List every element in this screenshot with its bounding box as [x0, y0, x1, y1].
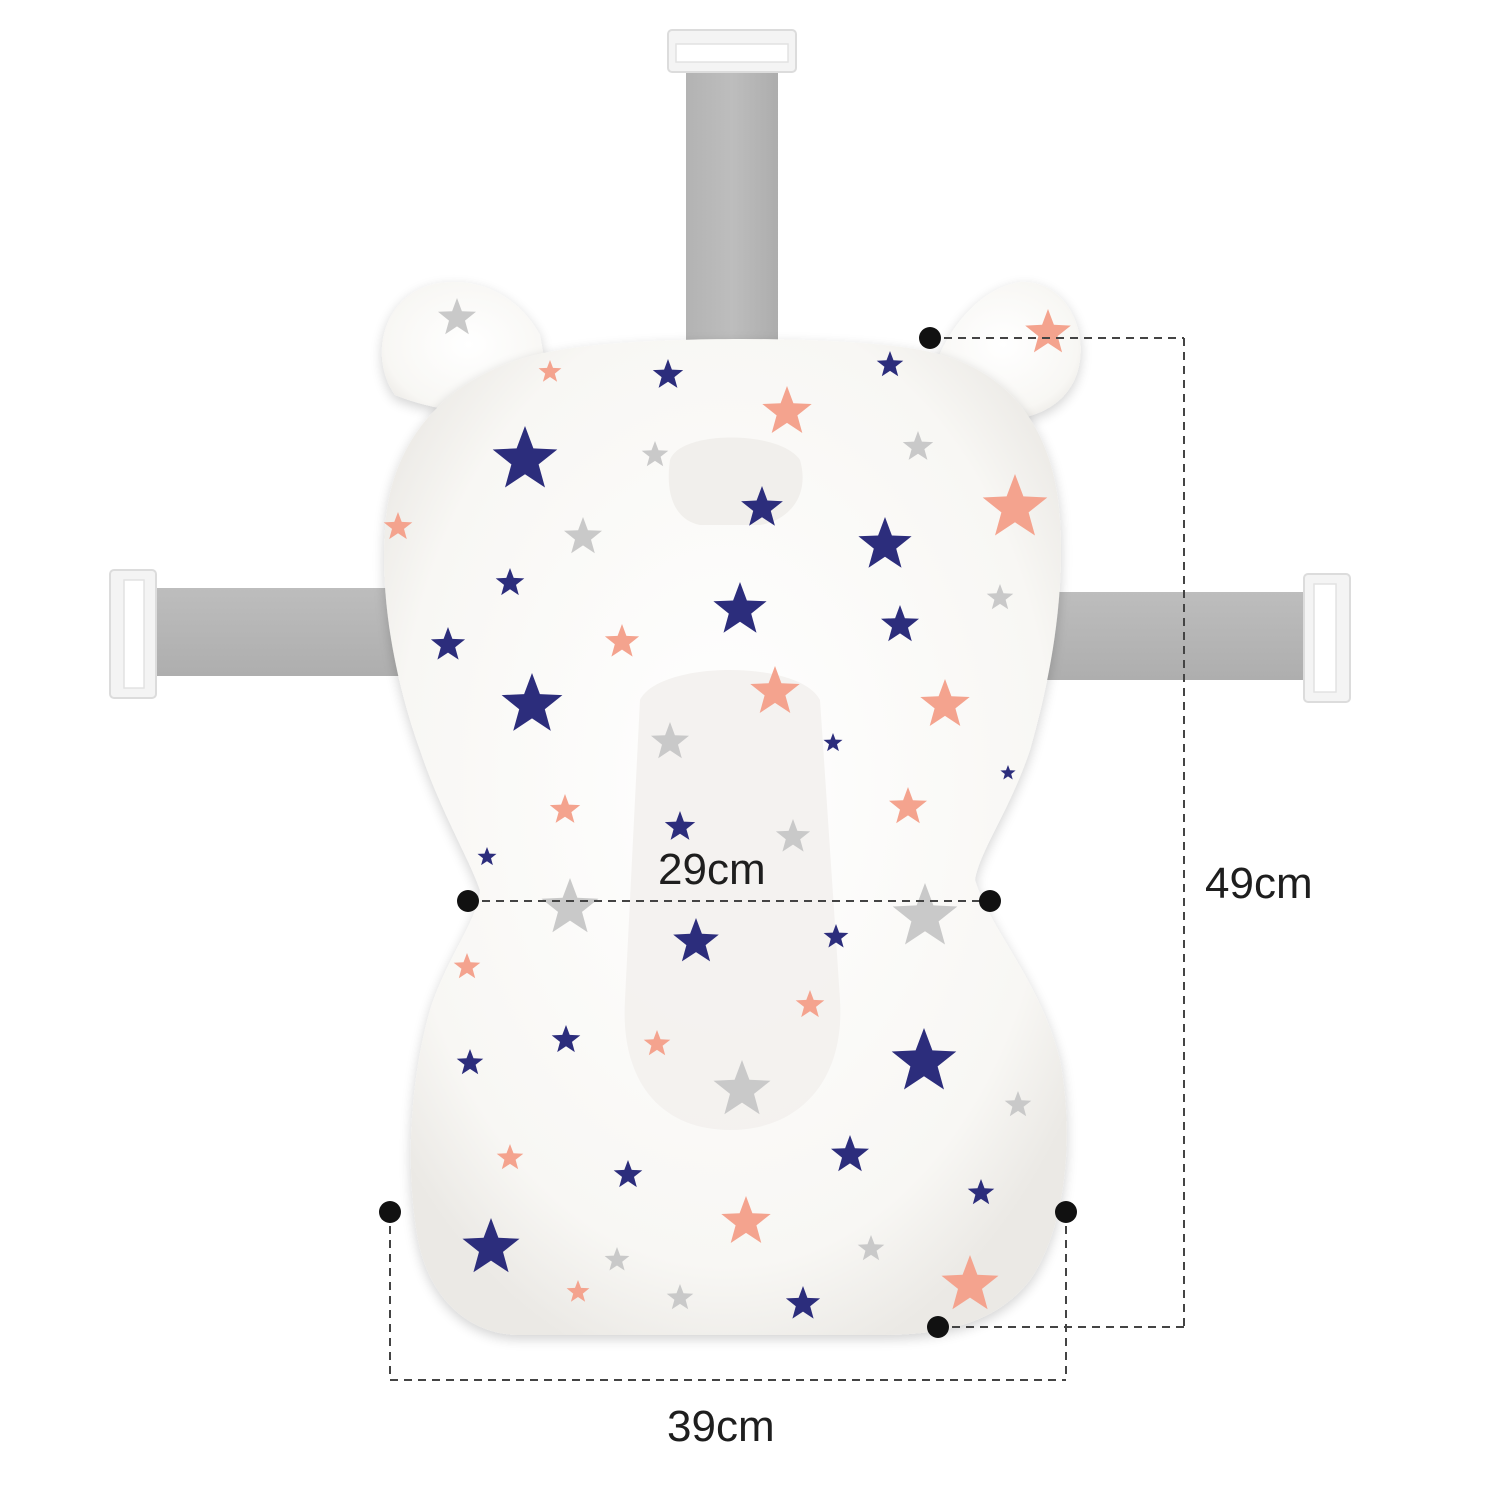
star-icon [1004, 1091, 1032, 1117]
star-icon [876, 351, 904, 377]
star-icon [673, 918, 719, 962]
star-icon [551, 1025, 581, 1053]
star-icon [741, 486, 783, 526]
star-icon [501, 673, 563, 731]
dimension-dot-top [919, 327, 941, 349]
dimension-dot-waist-left [457, 890, 479, 912]
right-strap [1040, 573, 1351, 703]
star-icon [438, 298, 476, 335]
left-strap [109, 569, 400, 699]
star-icon [564, 517, 602, 554]
star-icon [721, 1196, 771, 1243]
star-icon [604, 1247, 630, 1271]
star-icon [941, 1255, 999, 1310]
star-icon [462, 1218, 520, 1273]
star-icon [920, 679, 970, 726]
cushion-body [384, 338, 1067, 1335]
star-icon [823, 924, 849, 948]
star-icon [713, 1060, 771, 1115]
star-icon [881, 605, 919, 642]
star-icon [902, 431, 934, 460]
star-icon [750, 666, 800, 713]
star-icon [495, 568, 525, 596]
star-icon [566, 1280, 590, 1302]
star-icon [666, 1284, 694, 1310]
dimension-waist [457, 890, 1001, 912]
star-icon [1000, 765, 1016, 780]
star-icon [986, 584, 1014, 610]
star-icon [613, 1160, 643, 1188]
star-icon [549, 794, 581, 823]
star-icon [538, 360, 562, 382]
star-icon [492, 426, 558, 488]
dimension-dot-bottom-right [927, 1316, 949, 1338]
star-icon [713, 582, 767, 633]
star-icon [858, 517, 912, 568]
dimension-height [919, 327, 1185, 1338]
star-icon [456, 1049, 484, 1075]
star-icon [664, 811, 696, 840]
star-icon [891, 1028, 957, 1090]
star-icon [795, 990, 825, 1018]
star-icon [541, 878, 599, 933]
star-pattern [383, 298, 1071, 1319]
star-icon [477, 847, 497, 866]
dimension-dot-waist-right [979, 890, 1001, 912]
dimension-dot-bottom-right-edge [1055, 1201, 1077, 1223]
star-icon [496, 1144, 524, 1170]
star-icon [604, 624, 640, 657]
star-icon [453, 953, 481, 979]
star-icon [383, 512, 413, 540]
dimension-dot-bottom-left [379, 1201, 401, 1223]
star-icon [982, 474, 1048, 536]
total-height-label: 49cm [1205, 859, 1313, 908]
waist-width-label: 29cm [658, 845, 766, 894]
head-rest-recess [668, 437, 803, 525]
star-icon [967, 1179, 995, 1205]
star-icon [831, 1135, 869, 1172]
star-icon [651, 722, 689, 759]
star-icon [785, 1286, 821, 1319]
top-strap [667, 29, 797, 360]
star-icon [652, 359, 684, 388]
star-icon [1025, 309, 1071, 353]
star-icon [641, 441, 669, 467]
star-icon [643, 1030, 671, 1056]
bottom-width-label: 39cm [667, 1402, 775, 1451]
center-ridge [624, 670, 841, 1130]
star-icon [775, 819, 811, 852]
dimension-bottom [379, 1201, 1077, 1381]
star-icon [892, 883, 958, 945]
star-icon [823, 733, 843, 752]
star-icon [857, 1235, 885, 1261]
star-icon [762, 386, 812, 433]
star-icon [430, 627, 466, 660]
star-icon [889, 787, 927, 824]
